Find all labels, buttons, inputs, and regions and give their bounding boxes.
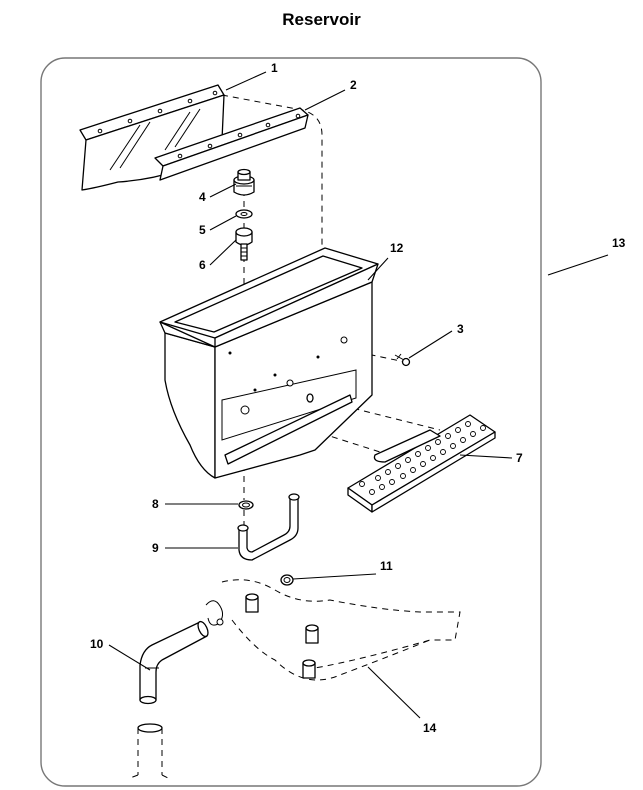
callout-11: 11 [380,559,393,573]
callout-14: 14 [423,721,437,735]
part-10-elbow-pipe [139,620,209,705]
callout-12: 12 [390,241,404,255]
callout-2: 2 [350,78,357,92]
part-1-flap [79,84,225,191]
callout-6: 6 [199,258,206,272]
part-7-bracket [347,414,496,513]
part-9-u-tube [237,493,300,561]
callout-10: 10 [90,637,104,651]
callout-4: 4 [199,190,206,204]
page-title: Reservoir [282,10,361,29]
hose-clamp [205,600,224,626]
callout-5: 5 [199,223,206,237]
callout-7: 7 [516,451,523,465]
part-5-washer [235,209,253,219]
part-8-grommet [238,500,254,510]
part-6-fitting [235,227,253,261]
callout-3: 3 [457,322,464,336]
part-2-clamp-strip [154,107,309,181]
part-14-hose [221,574,461,681]
diagram-frame [40,57,542,787]
callout-1: 1 [271,61,278,75]
callout-labels: 1 2 3 4 5 6 7 8 9 10 11 12 13 14 [90,61,626,735]
callout-13: 13 [612,236,626,250]
lower-hose [129,723,169,779]
part-12-reservoir-tank [159,247,379,479]
part-3-screw [394,353,411,367]
callout-9: 9 [152,541,159,555]
part-4-cap [233,168,255,196]
callout-8: 8 [152,497,159,511]
leader-lines [108,71,609,719]
